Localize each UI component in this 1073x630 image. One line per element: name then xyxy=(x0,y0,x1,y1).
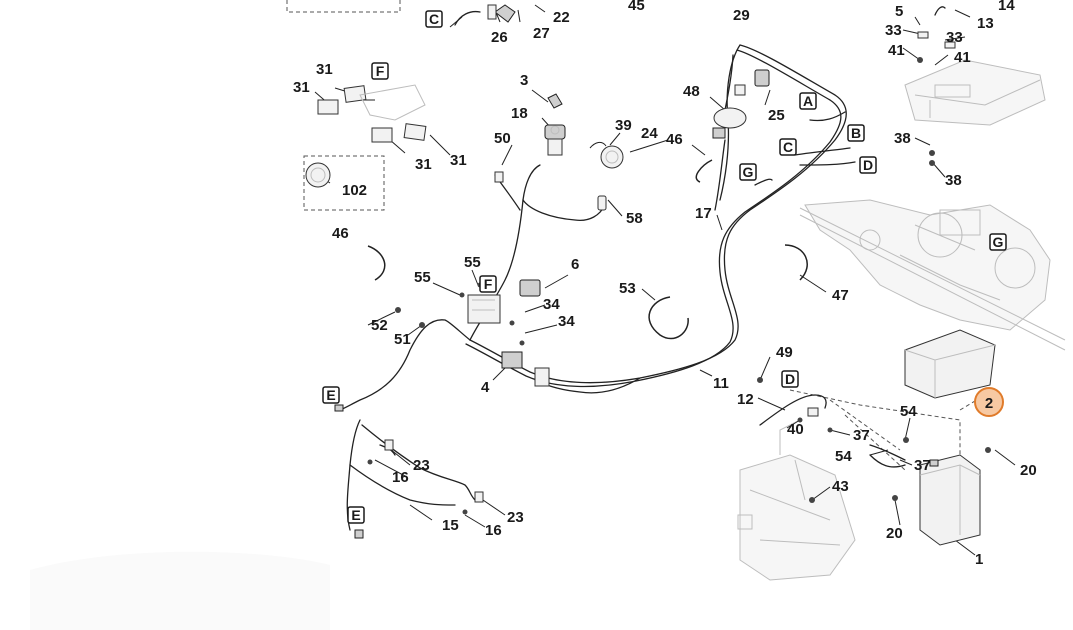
callout-51: 51 xyxy=(394,331,411,348)
svg-text:2: 2 xyxy=(985,395,993,412)
svg-text:D: D xyxy=(785,371,795,387)
callout-23-a: 23 xyxy=(413,457,430,474)
callout-54-b: 54 xyxy=(900,403,917,420)
bracket-ghost-top-right xyxy=(904,59,1046,126)
callout-47: 47 xyxy=(832,287,849,304)
callout-15: 15 xyxy=(442,517,459,534)
connector-label-a: A xyxy=(799,92,817,110)
callout-24: 24 xyxy=(641,125,658,142)
callout-34-a: 34 xyxy=(543,296,560,313)
callout-20-left: 20 xyxy=(886,525,903,542)
connector-label-c-top: C xyxy=(425,10,443,28)
callout-6: 6 xyxy=(571,256,579,273)
connector-label-g-transmission: G xyxy=(989,233,1007,251)
frame-ghost-bottom xyxy=(737,419,856,581)
connector-label-d-lower: D xyxy=(781,370,799,388)
callout-17: 17 xyxy=(695,205,712,222)
callout-52: 52 xyxy=(371,317,388,334)
callout-4: 4 xyxy=(481,379,490,396)
blank-area xyxy=(30,551,330,630)
connector-label-f-junction: F xyxy=(479,275,497,293)
callout-31-b: 31 xyxy=(293,79,310,96)
svg-text:F: F xyxy=(484,276,493,292)
callout-33-b: 33 xyxy=(946,29,963,46)
dashed-box-sensor xyxy=(303,155,385,211)
dashed-box-top xyxy=(286,0,401,13)
callout-37-b: 37 xyxy=(914,457,931,474)
svg-text:G: G xyxy=(743,164,754,180)
callout-55-a: 55 xyxy=(414,269,431,286)
callout-38-a: 38 xyxy=(894,130,911,147)
connector-letters: C F A B C D G G F E D E xyxy=(322,10,1007,524)
callout-22: 22 xyxy=(553,9,570,26)
callout-40: 40 xyxy=(787,421,804,438)
svg-text:F: F xyxy=(376,63,385,79)
connector-label-e-bottom: E xyxy=(347,506,365,524)
callout-41-b: 41 xyxy=(954,49,971,66)
callout-54-a: 54 xyxy=(835,448,852,465)
callout-5: 5 xyxy=(895,3,903,20)
callout-16-b: 16 xyxy=(485,522,502,539)
callout-33-a: 33 xyxy=(885,22,902,39)
callout-37-a: 37 xyxy=(853,427,870,444)
callout-50: 50 xyxy=(494,130,511,147)
lower-harness-e xyxy=(346,419,476,531)
callout-31-c: 31 xyxy=(415,156,432,173)
callout-11: 11 xyxy=(713,375,729,392)
svg-text:A: A xyxy=(803,93,813,109)
callout-38-b: 38 xyxy=(945,172,962,189)
callout-29: 29 xyxy=(733,7,750,24)
callout-46-left: 46 xyxy=(332,225,349,242)
callout-43: 43 xyxy=(832,478,849,495)
svg-text:C: C xyxy=(429,11,439,27)
callout-45: 45 xyxy=(628,0,645,14)
callout-39: 39 xyxy=(615,117,632,134)
callout-102: 102 xyxy=(342,182,367,199)
connector-label-f-relays: F xyxy=(371,62,389,80)
callout-53: 53 xyxy=(619,280,636,297)
callout-27: 27 xyxy=(533,25,550,42)
callout-41-a: 41 xyxy=(888,42,905,59)
callout-numbers: 45 22 26 27 29 31 31 31 31 102 3 18 50 3… xyxy=(293,0,1037,568)
callout-55-b: 55 xyxy=(464,254,481,271)
svg-text:B: B xyxy=(851,125,861,141)
svg-text:E: E xyxy=(351,507,360,523)
callout-20-right: 20 xyxy=(1020,462,1037,479)
callout-13: 13 xyxy=(977,15,994,32)
callout-34-b: 34 xyxy=(558,313,575,330)
transmission-ghost xyxy=(799,199,1066,351)
callout-31-a: 31 xyxy=(316,61,333,78)
callout-48: 48 xyxy=(683,83,700,100)
callout-25: 25 xyxy=(768,107,785,124)
callout-1: 1 xyxy=(975,551,983,568)
callout-58: 58 xyxy=(626,210,643,227)
connector-label-b: B xyxy=(847,124,865,142)
callout-12: 12 xyxy=(737,391,754,408)
connector-label-c-mid: C xyxy=(779,138,797,156)
main-harness xyxy=(339,44,856,411)
callout-46-top: 46 xyxy=(666,131,683,148)
callout-23-b: 23 xyxy=(507,509,524,526)
callout-26: 26 xyxy=(491,29,508,46)
callout-3: 3 xyxy=(520,72,528,89)
connector-label-d-top: D xyxy=(859,156,877,174)
svg-text:D: D xyxy=(863,157,873,173)
callout-18: 18 xyxy=(511,105,528,122)
ground-lead xyxy=(759,394,827,426)
connector-label-g-harness: G xyxy=(739,163,757,181)
dashed-outline-battery xyxy=(789,389,986,471)
callout-49: 49 xyxy=(776,344,793,361)
svg-text:G: G xyxy=(993,234,1004,250)
callout-31-d: 31 xyxy=(450,152,467,169)
callout-16-a: 16 xyxy=(392,469,409,486)
svg-text:E: E xyxy=(326,387,335,403)
callout-14: 14 xyxy=(998,0,1015,14)
svg-text:C: C xyxy=(783,139,793,155)
highlighted-callout-2[interactable]: 2 xyxy=(974,387,1004,417)
connector-label-e-left: E xyxy=(322,386,340,404)
